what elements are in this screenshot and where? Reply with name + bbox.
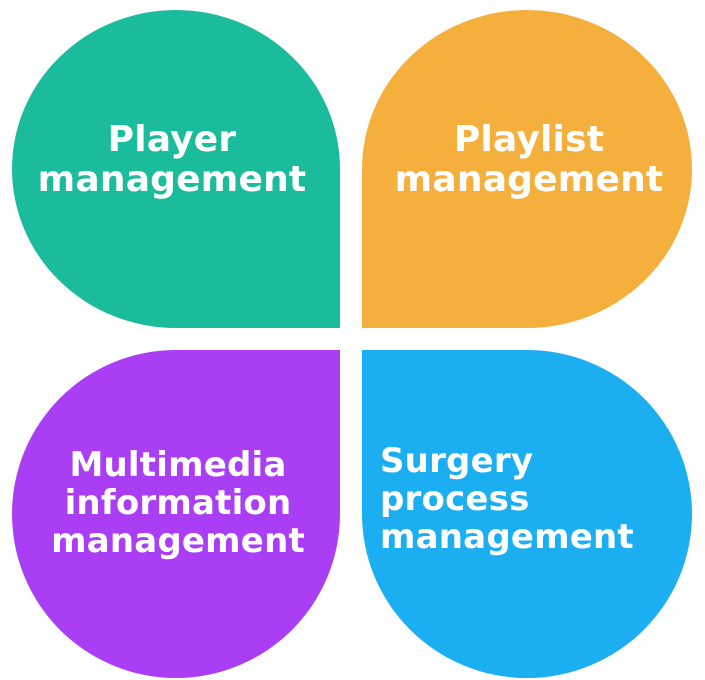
label-line: management — [394, 159, 664, 200]
petal-player-management: Player management — [12, 10, 340, 328]
label-line: management — [380, 517, 634, 558]
label-line: Playlist — [453, 118, 605, 160]
petal-label-surgery-process-management: Surgery process management — [380, 442, 692, 556]
label-line: management — [51, 521, 305, 562]
petal-label-player-management: Player management — [37, 118, 307, 201]
label-line: Surgery process — [380, 440, 534, 519]
petal-label-multimedia-information-management: Multimedia information management — [51, 446, 305, 560]
petal-surgery-process-management: Surgery process management — [362, 350, 692, 678]
petal-label-playlist-management: Playlist management — [394, 118, 664, 201]
label-line: information — [64, 482, 292, 523]
label-line: Player — [107, 118, 237, 160]
label-line: Multimedia — [69, 444, 287, 485]
petal-multimedia-information-management: Multimedia information management — [12, 350, 340, 678]
label-line: management — [37, 159, 307, 200]
petal-playlist-management: Playlist management — [362, 10, 692, 328]
